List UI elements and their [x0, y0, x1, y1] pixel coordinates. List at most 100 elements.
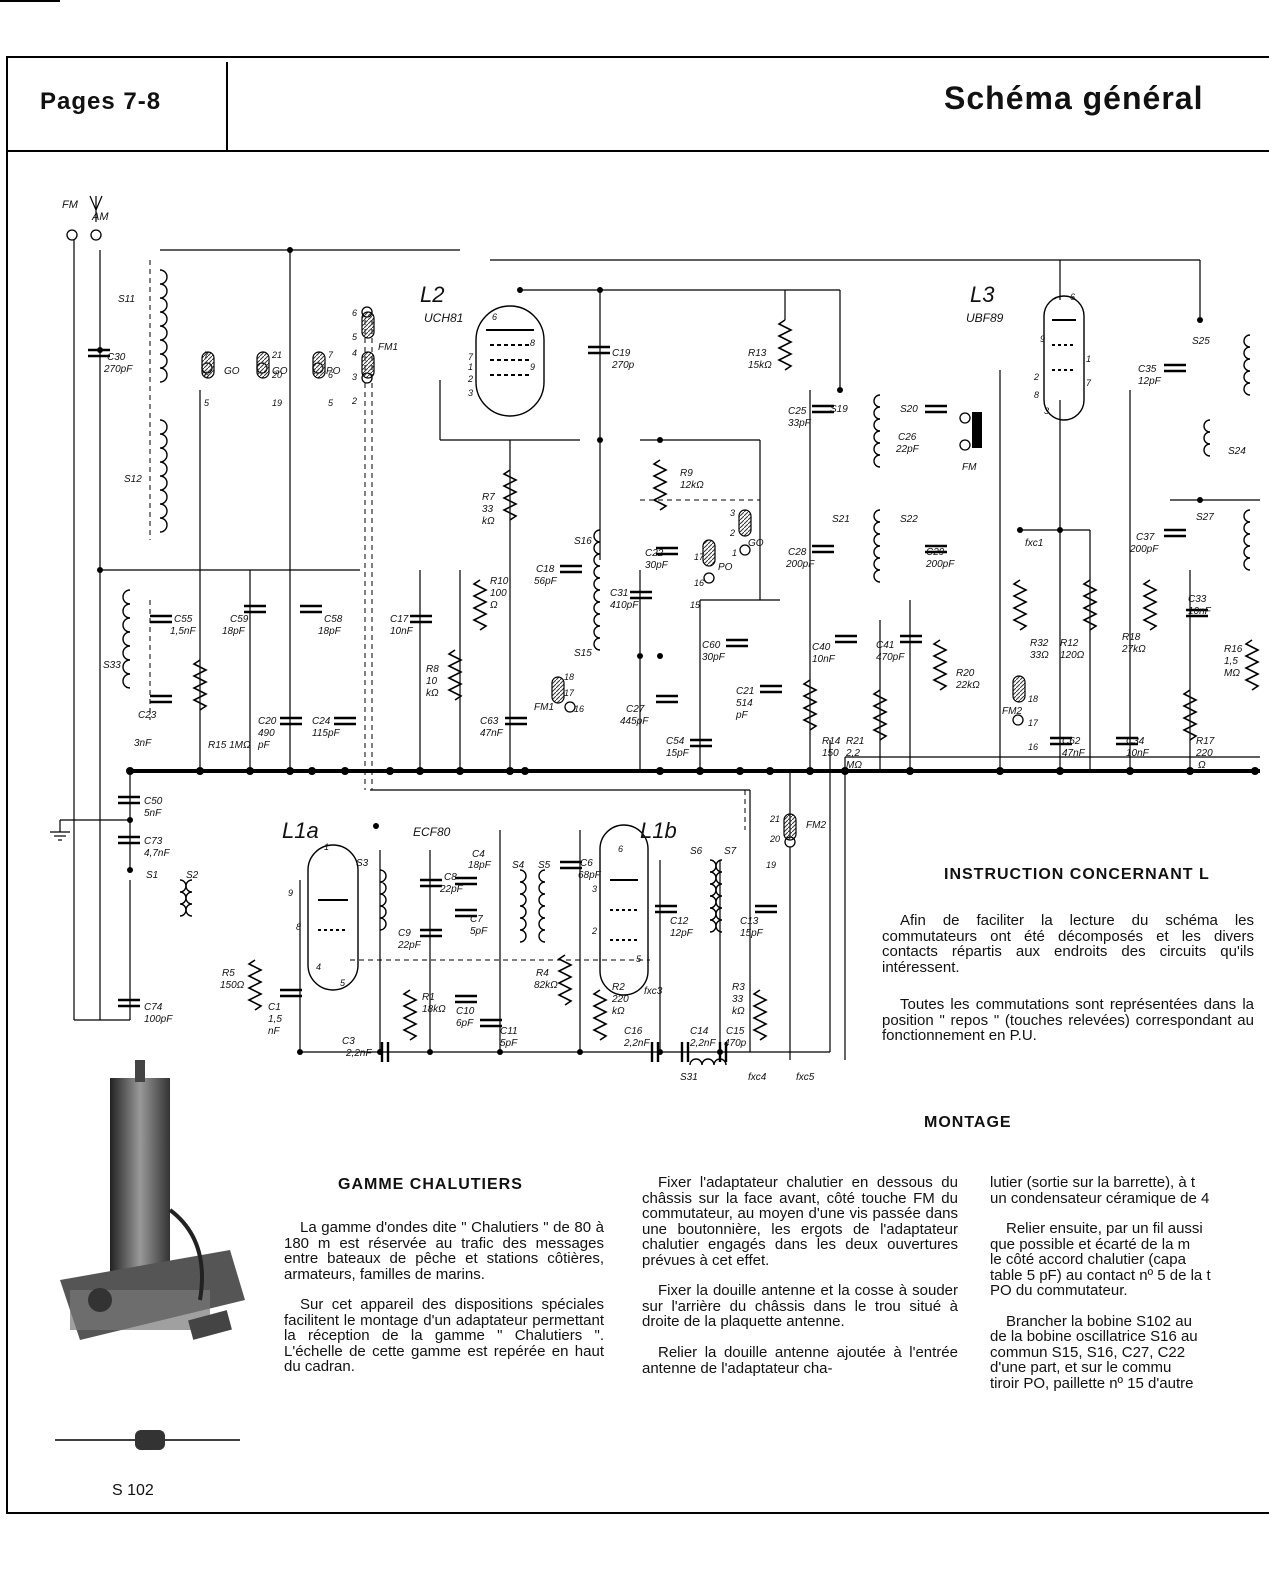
- svg-text:9: 9: [1040, 334, 1045, 344]
- montage-col2-paragraph-2: Fixer la douille antenne et la cosse à s…: [642, 1282, 958, 1330]
- header-separator: [226, 62, 228, 150]
- svg-text:27kΩ: 27kΩ: [1121, 644, 1146, 655]
- svg-text:kΩ: kΩ: [732, 1006, 745, 1017]
- svg-text:C24: C24: [312, 716, 331, 727]
- svg-text:R3: R3: [732, 982, 745, 993]
- svg-text:7: 7: [468, 352, 474, 362]
- svg-text:C27: C27: [626, 704, 645, 715]
- svg-text:12kΩ: 12kΩ: [680, 480, 704, 491]
- svg-text:19: 19: [272, 398, 282, 408]
- svg-text:S20: S20: [900, 404, 918, 415]
- svg-text:2,2nF: 2,2nF: [689, 1038, 716, 1049]
- col3-line: table 5 pF) au contact nº 5 de la t: [990, 1266, 1211, 1284]
- svg-text:Ω: Ω: [1198, 760, 1206, 771]
- svg-text:5: 5: [340, 978, 346, 988]
- svg-text:68pF: 68pF: [578, 870, 602, 881]
- svg-text:120Ω: 120Ω: [1060, 650, 1085, 661]
- svg-text:6: 6: [328, 370, 333, 380]
- svg-text:2,2nF: 2,2nF: [623, 1038, 650, 1049]
- svg-text:16: 16: [574, 704, 584, 714]
- svg-text:GO: GO: [748, 538, 764, 549]
- svg-text:FM: FM: [62, 199, 79, 211]
- svg-text:S21: S21: [832, 514, 850, 525]
- svg-text:FM: FM: [962, 462, 977, 473]
- svg-text:R5: R5: [222, 968, 235, 979]
- svg-text:R13: R13: [748, 348, 767, 359]
- svg-text:C21: C21: [736, 686, 754, 697]
- svg-text:C41: C41: [876, 640, 894, 651]
- svg-text:R1: R1: [422, 992, 435, 1003]
- svg-text:4: 4: [316, 962, 321, 972]
- svg-text:C7: C7: [470, 914, 483, 925]
- svg-text:100pF: 100pF: [144, 1014, 173, 1025]
- svg-text:R9: R9: [680, 468, 693, 479]
- svg-text:2,2: 2,2: [845, 748, 860, 759]
- svg-text:nF: nF: [268, 1026, 281, 1037]
- s102-coil-icon: [55, 1430, 240, 1450]
- svg-text:6: 6: [1070, 292, 1075, 302]
- svg-text:C13: C13: [740, 916, 759, 927]
- svg-text:kΩ: kΩ: [482, 516, 495, 527]
- svg-text:8: 8: [1034, 390, 1039, 400]
- svg-text:C9: C9: [398, 928, 411, 939]
- svg-text:C15: C15: [726, 1026, 745, 1037]
- svg-text:C63: C63: [480, 716, 499, 727]
- svg-text:S31: S31: [680, 1072, 698, 1083]
- svg-text:C8: C8: [444, 872, 457, 883]
- svg-text:56pF: 56pF: [534, 576, 558, 587]
- instruction-paragraph-1: Afin de faciliter la lecture du schéma l…: [882, 912, 1254, 976]
- instruction-title: INSTRUCTION CONCERNANT L: [944, 866, 1210, 883]
- svg-text:C29: C29: [926, 547, 945, 558]
- svg-text:7: 7: [1086, 378, 1092, 388]
- page-frame: [6, 56, 1269, 1514]
- svg-text:514: 514: [736, 698, 753, 709]
- svg-text:PO: PO: [718, 562, 733, 573]
- svg-text:AM: AM: [91, 211, 109, 223]
- svg-text:5: 5: [352, 332, 358, 342]
- svg-text:C10: C10: [456, 1006, 475, 1017]
- svg-text:5: 5: [328, 398, 334, 408]
- svg-text:S33: S33: [103, 660, 121, 671]
- photo-caption: S 102: [112, 1482, 154, 1499]
- svg-text:3: 3: [1044, 406, 1049, 416]
- svg-text:1,5: 1,5: [268, 1014, 282, 1025]
- instruction-paragraph-2: Toutes les commutations sont représentée…: [882, 996, 1254, 1044]
- svg-text:8: 8: [296, 922, 301, 932]
- svg-text:10nF: 10nF: [390, 626, 414, 637]
- svg-text:C73: C73: [144, 836, 163, 847]
- svg-text:S12: S12: [124, 474, 142, 485]
- svg-text:7: 7: [204, 350, 210, 360]
- svg-text:S16: S16: [574, 536, 592, 547]
- svg-text:fxc3: fxc3: [644, 986, 663, 997]
- svg-text:R32: R32: [1030, 638, 1049, 649]
- svg-text:C25: C25: [788, 406, 807, 417]
- svg-text:R18: R18: [1122, 632, 1141, 643]
- col3-line: tiroir PO, paillette nº 15 d'autre: [990, 1374, 1194, 1391]
- gamme-title: GAMME CHALUTIERS: [338, 1176, 523, 1193]
- svg-text:FM2: FM2: [1002, 706, 1022, 717]
- svg-text:R20: R20: [956, 668, 975, 679]
- svg-text:3: 3: [468, 388, 473, 398]
- col3-line: Relier ensuite, par un fil aussi: [1006, 1220, 1203, 1237]
- page-numbers: Pages 7-8: [40, 88, 162, 115]
- svg-text:C59: C59: [230, 614, 249, 625]
- svg-text:100: 100: [490, 588, 507, 599]
- svg-text:6: 6: [204, 370, 209, 380]
- svg-text:15kΩ: 15kΩ: [748, 360, 772, 371]
- svg-text:5pF: 5pF: [500, 1038, 518, 1049]
- svg-text:16: 16: [694, 578, 704, 588]
- svg-text:C4: C4: [472, 849, 485, 860]
- svg-text:MΩ: MΩ: [1224, 668, 1240, 679]
- svg-text:12pF: 12pF: [670, 928, 694, 939]
- svg-text:L1b: L1b: [640, 818, 677, 843]
- svg-text:S2: S2: [186, 870, 199, 881]
- svg-text:1,5: 1,5: [1224, 656, 1238, 667]
- svg-text:GO: GO: [272, 366, 288, 377]
- svg-text:18pF: 18pF: [318, 626, 342, 637]
- svg-text:30pF: 30pF: [702, 652, 726, 663]
- svg-text:19: 19: [766, 860, 776, 870]
- svg-text:21: 21: [271, 350, 282, 360]
- svg-text:ECF80: ECF80: [413, 825, 451, 839]
- svg-text:21: 21: [769, 814, 780, 824]
- svg-text:410pF: 410pF: [610, 600, 639, 611]
